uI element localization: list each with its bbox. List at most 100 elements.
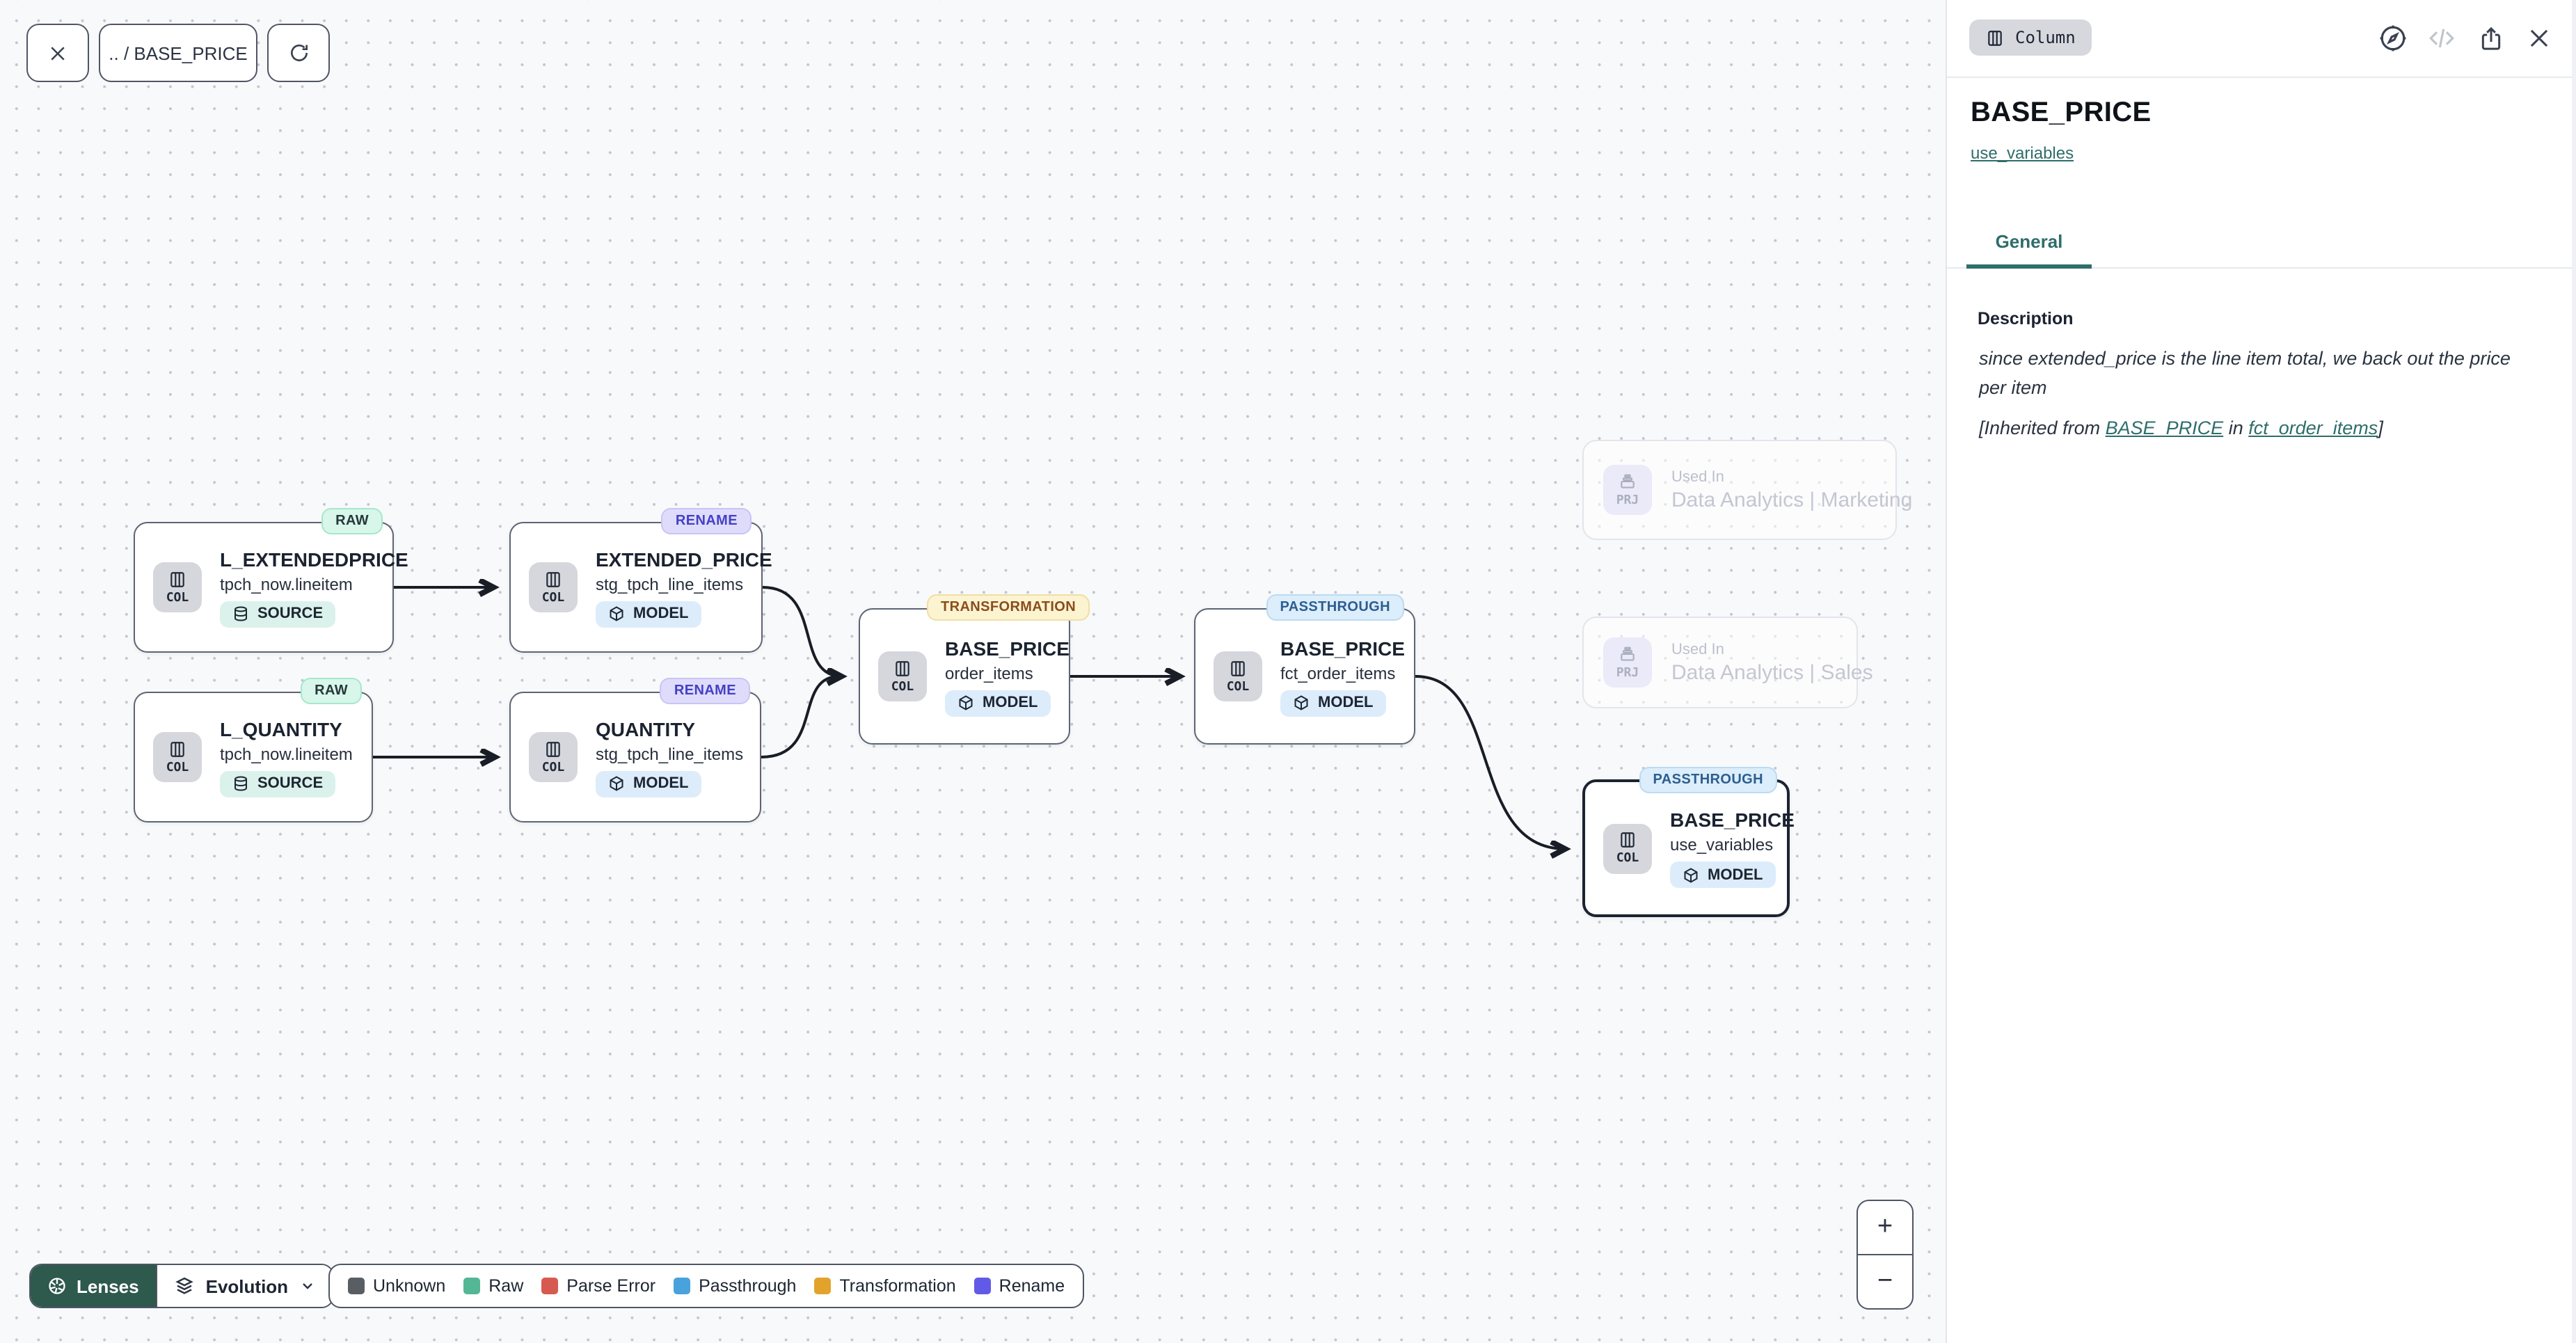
database-icon bbox=[234, 606, 247, 621]
node-title: QUANTITY bbox=[596, 717, 696, 740]
share-button[interactable] bbox=[2473, 21, 2508, 56]
zoom-in-button[interactable]: + bbox=[1858, 1201, 1912, 1255]
columns-icon bbox=[546, 741, 560, 756]
cube-icon bbox=[1294, 695, 1308, 710]
details-panel: Column BASE_PRICE use_variables bbox=[1946, 0, 2576, 1343]
refresh-icon bbox=[290, 45, 307, 61]
node-type-chip: MODEL bbox=[596, 770, 701, 797]
legend-swatch bbox=[674, 1278, 691, 1294]
node-type-chip: MODEL bbox=[1280, 690, 1386, 716]
zoom-controls: + − bbox=[1857, 1200, 1914, 1310]
lens-badge: RENAME bbox=[661, 508, 752, 534]
lens-badge: RENAME bbox=[660, 678, 750, 704]
node-subtitle: stg_tpch_line_items bbox=[596, 744, 744, 763]
zoom-out-button[interactable]: − bbox=[1858, 1255, 1912, 1308]
layers-icon bbox=[175, 1276, 193, 1294]
columns-icon bbox=[1231, 660, 1245, 676]
node-title: L_EXTENDEDPRICE bbox=[220, 548, 408, 570]
cube-icon bbox=[610, 776, 623, 791]
description-heading: Description bbox=[1978, 309, 2074, 328]
node-l-quantity[interactable]: RAW COL L_QUANTITY tpch_now.lineitem SOU… bbox=[134, 678, 373, 823]
node-subtitle: tpch_now.lineitem bbox=[220, 574, 353, 594]
node-quantity[interactable]: RENAME COL QUANTITY stg_tpch_line_items … bbox=[509, 678, 761, 823]
column-kind-chip: COL bbox=[1214, 651, 1262, 701]
entity-type-chip: Column bbox=[1969, 19, 2092, 56]
archive-icon bbox=[1621, 646, 1635, 660]
lens-badge: PASSTHROUGH bbox=[1266, 594, 1404, 620]
legend-item-rename: Rename bbox=[973, 1276, 1065, 1296]
lens-badge: RAW bbox=[321, 508, 383, 534]
node-title: BASE_PRICE bbox=[1280, 637, 1405, 659]
compass-icon bbox=[2380, 25, 2406, 51]
legend-swatch bbox=[463, 1278, 481, 1294]
plus-icon: + bbox=[1877, 1211, 1893, 1241]
database-icon bbox=[234, 776, 247, 791]
legend-item-unknown: Unknown bbox=[348, 1276, 445, 1296]
lens-badge: PASSTHROUGH bbox=[1639, 767, 1777, 793]
refresh-button[interactable] bbox=[267, 24, 330, 82]
node-type-chip: MODEL bbox=[1670, 861, 1776, 888]
panel-scrollbar[interactable] bbox=[2572, 0, 2576, 1343]
minus-icon: − bbox=[1877, 1266, 1893, 1296]
node-subtitle: tpch_now.lineitem bbox=[220, 744, 353, 763]
lenses-control: Lenses Evolution bbox=[29, 1264, 335, 1308]
column-kind-chip: COL bbox=[153, 562, 202, 612]
lens-badge: RAW bbox=[301, 678, 362, 704]
legend-item-passthrough: Passthrough bbox=[674, 1276, 796, 1296]
close-lineage-button[interactable] bbox=[26, 24, 89, 82]
node-base-price-use-variables[interactable]: PASSTHROUGH COL BASE_PRICE use_variables… bbox=[1582, 767, 1795, 917]
node-title: BASE_PRICE bbox=[945, 637, 1070, 659]
node-subtitle: use_variables bbox=[1670, 835, 1774, 855]
model-link[interactable]: use_variables bbox=[1971, 143, 2074, 163]
legend-swatch bbox=[348, 1278, 365, 1294]
lens-badge: TRANSFORMATION bbox=[927, 594, 1090, 620]
breadcrumb-label: .. / BASE_PRICE bbox=[109, 42, 248, 63]
node-l-extendedprice[interactable]: RAW COL L_EXTENDEDPRICE tpch_now.lineite… bbox=[134, 508, 408, 653]
used-in-label: Used In bbox=[1671, 468, 1724, 485]
node-base-price-fct-order-items[interactable]: PASSTHROUGH COL BASE_PRICE fct_order_ite… bbox=[1194, 594, 1415, 745]
node-subtitle: stg_tpch_line_items bbox=[596, 574, 744, 594]
used-in-label: Used In bbox=[1671, 641, 1724, 658]
close-icon bbox=[51, 46, 65, 60]
node-type-chip: MODEL bbox=[945, 690, 1051, 716]
cube-icon bbox=[959, 695, 973, 710]
legend-item-transformation: Transformation bbox=[814, 1276, 956, 1296]
inherited-note: [Inherited from BASE_PRICE in fct_order_… bbox=[1979, 418, 2383, 438]
close-panel-button[interactable] bbox=[2522, 21, 2557, 56]
description-text: since extended_price is the line item to… bbox=[1979, 348, 2511, 398]
breadcrumb[interactable]: .. / BASE_PRICE bbox=[99, 24, 257, 82]
code-view-button[interactable] bbox=[2424, 21, 2459, 56]
close-icon bbox=[2530, 29, 2548, 47]
node-base-price-order-items[interactable]: TRANSFORMATION COL BASE_PRICE order_item… bbox=[859, 594, 1090, 745]
lens-legend: Unknown Raw Parse Error Passthrough Tran… bbox=[328, 1264, 1085, 1308]
column-kind-chip: COL bbox=[878, 651, 927, 701]
project-card-marketing[interactable]: PRJ Used In Data Analytics | Marketing bbox=[1582, 440, 1912, 540]
node-subtitle: fct_order_items bbox=[1280, 663, 1396, 683]
node-extended-price[interactable]: RENAME COL EXTENDED_PRICE stg_tpch_line_… bbox=[509, 508, 772, 653]
columns-icon bbox=[546, 571, 560, 587]
columns-icon bbox=[1621, 832, 1635, 848]
explore-button[interactable] bbox=[2376, 21, 2410, 56]
project-kind-chip: PRJ bbox=[1603, 465, 1652, 515]
lenses-button[interactable]: Lenses bbox=[31, 1265, 156, 1307]
columns-icon bbox=[170, 741, 184, 756]
lens-dropdown[interactable]: Evolution bbox=[155, 1265, 333, 1307]
inherited-column-link[interactable]: BASE_PRICE bbox=[2105, 418, 2224, 438]
panel-title: BASE_PRICE bbox=[1971, 97, 2152, 128]
cube-icon bbox=[610, 606, 623, 621]
cube-icon bbox=[1684, 867, 1698, 882]
node-title: BASE_PRICE bbox=[1670, 809, 1795, 831]
inherited-model-link[interactable]: fct_order_items bbox=[2248, 418, 2378, 438]
archive-icon bbox=[1621, 473, 1635, 488]
tab-general[interactable]: General bbox=[1966, 217, 2092, 269]
node-type-chip: MODEL bbox=[596, 601, 701, 627]
project-name: Data Analytics | Sales bbox=[1671, 660, 1873, 684]
project-card-sales[interactable]: PRJ Used In Data Analytics | Sales bbox=[1582, 617, 1873, 708]
legend-item-parse-error: Parse Error bbox=[541, 1276, 655, 1296]
legend-swatch bbox=[973, 1278, 991, 1294]
share-icon bbox=[2481, 26, 2500, 49]
node-subtitle: order_items bbox=[945, 663, 1033, 683]
chevron-down-icon bbox=[303, 1283, 312, 1289]
